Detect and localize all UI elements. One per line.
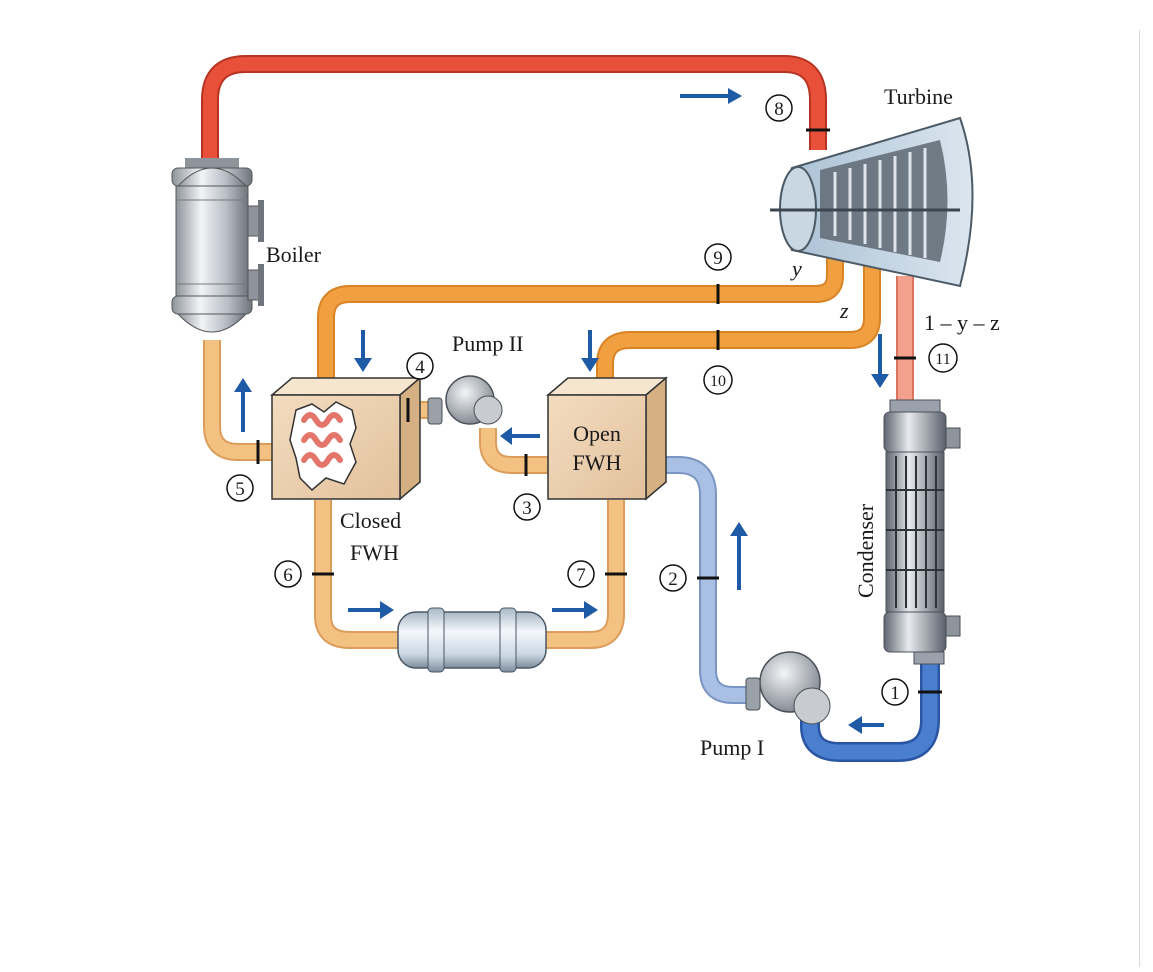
state-2-label: 2: [668, 569, 678, 590]
condenser: [883, 399, 961, 665]
state-7-label: 7: [576, 565, 586, 586]
state-ticks: [256, 128, 942, 694]
state-2-marker: 2: [659, 564, 687, 592]
state-10-label: 10: [710, 373, 726, 390]
state-6-marker: 6: [274, 560, 302, 588]
state-9-marker: 9: [704, 243, 732, 271]
state-8-marker: 8: [765, 94, 793, 122]
state-3-marker: 3: [513, 493, 541, 521]
state-10-marker: 10: [703, 365, 733, 395]
state-4-label: 4: [415, 357, 425, 378]
state-11-marker: 11: [928, 343, 958, 373]
fraction-remainder-label: 1 – y – z: [924, 310, 1000, 335]
state-4-marker: 4: [406, 352, 434, 380]
state-9-label: 9: [713, 248, 723, 269]
state-5-label: 5: [235, 479, 245, 500]
closed-fwh-label-1: Closed: [340, 508, 401, 533]
pump-2: [427, 375, 503, 425]
pump-1-label: Pump I: [700, 735, 764, 760]
boiler-label: Boiler: [266, 242, 322, 267]
state-1-label: 1: [890, 683, 900, 704]
open-fwh: Open FWH: [545, 376, 669, 501]
pipe-state-9: [317, 258, 844, 386]
state-1-marker: 1: [881, 678, 909, 706]
open-fwh-label-1: Open: [573, 421, 621, 446]
open-fwh-label-2: FWH: [573, 450, 622, 475]
pump-2-label: Pump II: [452, 331, 524, 356]
boiler: [171, 158, 264, 333]
state-7-marker: 7: [567, 560, 595, 588]
fraction-z-label: z: [839, 298, 849, 323]
trap-tank: [397, 607, 547, 673]
page-divider: [1139, 30, 1140, 967]
pipe-state-8: [201, 55, 827, 160]
state-6-label: 6: [283, 565, 293, 586]
turbine: [770, 116, 974, 288]
closed-fwh-label-2: FWH: [350, 540, 399, 565]
fraction-y-label: y: [790, 256, 802, 281]
flow-arrows: [234, 88, 889, 734]
condenser-label: Condenser: [853, 503, 878, 598]
pump-1: [745, 651, 831, 725]
state-8-label: 8: [774, 99, 784, 120]
closed-fwh: [269, 376, 423, 501]
state-11-label: 11: [935, 351, 950, 368]
state-3-label: 3: [522, 498, 532, 519]
turbine-label: Turbine: [884, 84, 953, 109]
state-5-marker: 5: [226, 474, 254, 502]
